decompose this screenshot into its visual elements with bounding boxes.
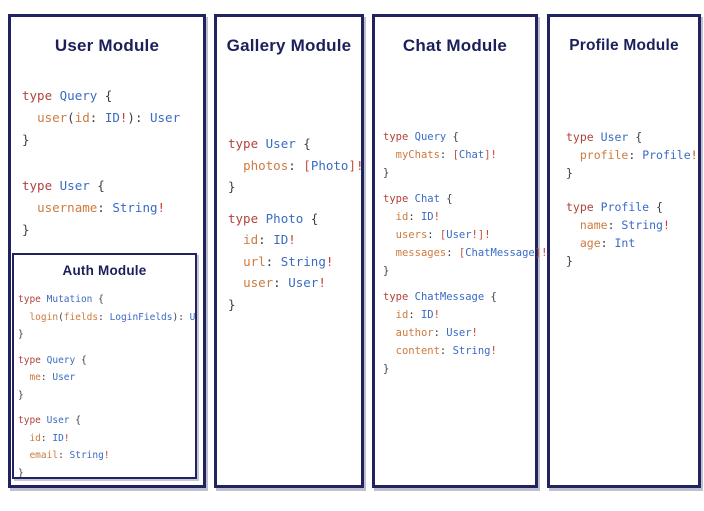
code-line: } [18,389,24,401]
chat-module-title: Chat Module [402,36,508,55]
code-block: type Query { me: User} [18,352,195,405]
code-line: id: ID! [395,211,440,223]
user-module-code: type Query { user(id: ID!): User}type Us… [11,85,203,241]
code-line: me: User [29,372,76,383]
code-line: messages: [ChatMessage]! [395,247,548,259]
code-line: myChats: [Chat]! [395,149,497,161]
code-line: email: String! [29,450,110,461]
code-line: users: [User!]! [395,229,491,241]
code-block: type Photo { id: ID! url: String! user: … [228,208,361,316]
code-line: } [566,254,573,268]
code-line: type Query { [18,354,87,366]
code-block: type User { username: String!} [22,175,203,241]
panel-gallery-module: Gallery Module type User { photos: [Phot… [214,14,364,488]
code-line: profile: Profile! [579,148,698,162]
code-line: } [228,179,236,194]
code-line: type Profile { [566,200,663,214]
code-line: id: ID! [243,232,296,247]
code-line: } [383,363,390,375]
chat-module-code: type Query { myChats: [Chat]!}type Chat … [375,128,548,378]
panel-profile-module: Profile Module type User { profile: Prof… [547,14,701,488]
code-block: type Chat { id: ID! users: [User!]! mess… [383,190,548,280]
code-line: } [566,166,573,180]
code-line: type User { [566,130,643,144]
code-line: type Photo { [228,210,319,226]
code-line: type Chat { [383,193,453,205]
auth-module-title: Auth Module [62,263,147,278]
code-line: } [18,329,24,340]
code-line: type User { [228,136,311,151]
code-line: type User { [18,415,81,426]
code-line: id: ID! [395,309,440,321]
code-line: type Mutation { [18,294,104,305]
code-line: id: ID! [29,432,70,444]
code-block: type Query { user(id: ID!): User} [22,85,203,151]
auth-module-code: type Mutation { login(fields: LoginField… [14,291,195,479]
code-block: type Profile { name: String! age: Int} [566,198,698,270]
user-module-title: User Module [54,36,160,55]
code-line: username: String! [37,200,166,215]
code-line: user(id: ID!): User [37,110,181,125]
panel-user-module: User Module type Query { user(id: ID!): … [8,14,206,488]
gallery-module-code: type User { photos: [Photo]!}type Photo … [217,133,364,316]
panel-auth-module: Auth Module type Mutation { login(fields… [12,253,197,479]
code-block: type ChatMessage { id: ID! author: User!… [383,288,535,378]
code-line: age: Int [579,236,636,250]
code-line: login(fields: LoginFields): User [29,311,196,323]
code-line: user: User! [243,275,326,290]
code-line: name: String! [579,218,670,232]
code-line: photos: [Photo]! [243,157,364,173]
profile-module-code: type User { profile: Profile!}type Profi… [550,128,698,270]
code-line: url: String! [243,253,334,269]
code-line: } [22,222,30,237]
code-line: author: User! [395,327,478,339]
code-line: } [228,296,236,312]
profile-module-title: Profile Module [569,37,679,54]
code-block: type User { profile: Profile!} [566,128,698,182]
code-line: content: String! [395,345,497,357]
code-line: type ChatMessage { [383,291,497,303]
gallery-module-title: Gallery Module [226,36,352,55]
code-line: type User { [22,178,105,193]
code-block: type User { id: ID! email: String!} [18,412,195,479]
code-line: type Query { [383,131,459,143]
code-line: } [383,167,390,179]
code-line: } [18,467,24,479]
code-block: type Query { myChats: [Chat]!} [383,128,535,182]
panel-chat-module: Chat Module type Query { myChats: [Chat]… [372,14,548,488]
code-block: type User { photos: [Photo]!} [228,133,364,198]
code-line: } [22,132,30,147]
code-block: type Mutation { login(fields: LoginField… [18,291,195,344]
code-line: type Query { [22,88,113,103]
code-line: } [383,265,390,277]
